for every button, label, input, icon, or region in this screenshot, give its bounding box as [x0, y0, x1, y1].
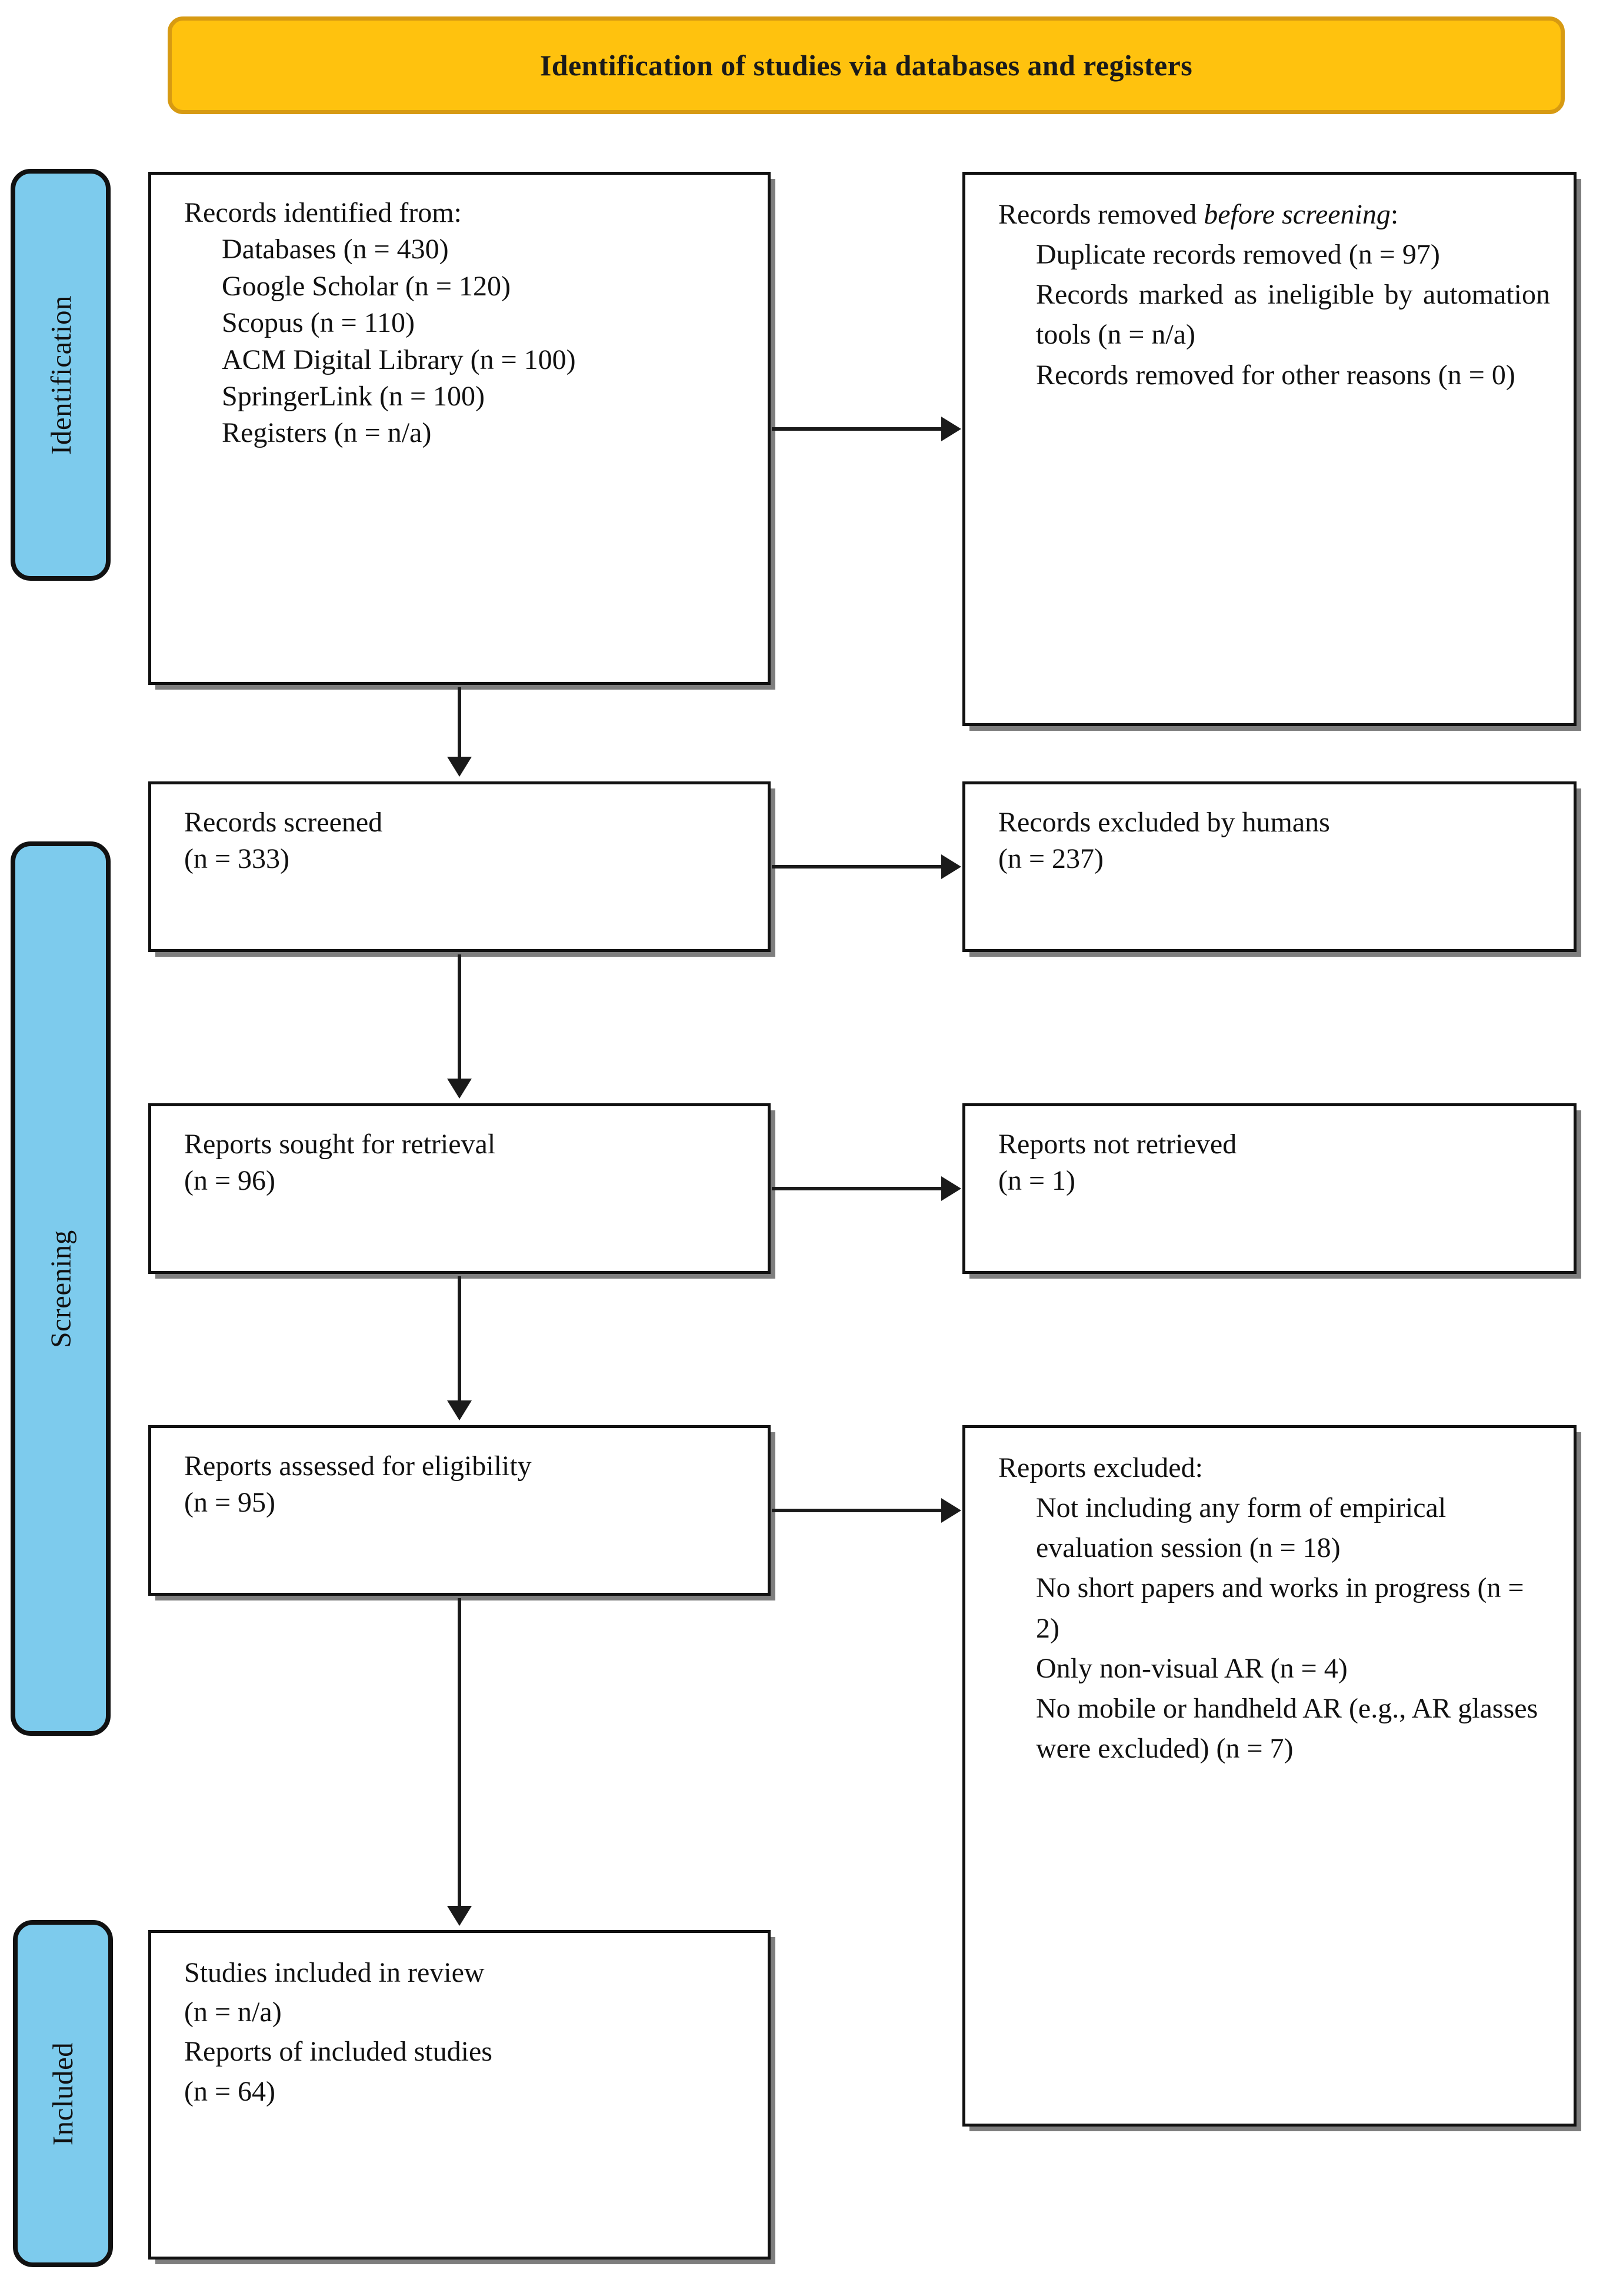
box-reports-sought-for-retrieval: Reports sought for retrieval (n = 96): [148, 1103, 771, 1274]
arrow-down-sought-to-assessed: [458, 1276, 461, 1403]
box-reports-excluded-item: No mobile or handheld AR (e.g., AR glass…: [1036, 1692, 1538, 1765]
box-records-identified: Records identified from: Databases (n = …: [148, 172, 771, 685]
records-removed-emphasis: before screening: [1204, 199, 1391, 230]
box-reports-not-retrieved-count: (n = 1): [998, 1165, 1076, 1197]
arrow-right-screened-to-excluded: [772, 865, 944, 869]
stage-tab-screening-label: Screening: [44, 1229, 77, 1348]
box-reports-excluded: Reports excluded: Not including any form…: [962, 1425, 1577, 2127]
box-reports-assessed-for-eligibility: Reports assessed for eligibility (n = 95…: [148, 1425, 771, 1596]
stage-tab-screening: Screening: [11, 841, 111, 1736]
arrow-down-assessed-to-included: [458, 1598, 461, 1908]
records-removed-prefix: Records removed: [998, 199, 1204, 230]
box-reports-sought-count: (n = 96): [184, 1165, 276, 1197]
arrow-right-assessed-to-excluded: [772, 1509, 944, 1512]
box-records-screened-label: Records screened: [184, 807, 383, 838]
box-records-removed-item: Duplicate records removed (n = 97): [1036, 239, 1440, 271]
box-reports-not-retrieved: Reports not retrieved (n = 1): [962, 1103, 1577, 1274]
box-studies-included-label: Studies included in review: [184, 1957, 485, 1988]
arrow-right-sought-to-not-retrieved: [772, 1187, 944, 1190]
arrow-down-identified-to-screened: [458, 687, 461, 759]
box-records-identified-item: SpringerLink (n = 100): [222, 380, 485, 412]
stage-tab-identification: Identification: [11, 169, 111, 581]
box-records-excluded-by-humans: Records excluded by humans (n = 237): [962, 781, 1577, 952]
box-reports-included-count: (n = 64): [184, 2075, 276, 2107]
box-reports-not-retrieved-label: Reports not retrieved: [998, 1129, 1237, 1160]
box-records-identified-item: Registers (n = n/a): [222, 417, 432, 449]
arrow-down-screened-to-sought: [458, 954, 461, 1081]
stage-tab-included-label: Included: [46, 2042, 79, 2145]
box-records-identified-item: ACM Digital Library (n = 100): [222, 344, 576, 375]
box-studies-included-count: (n = n/a): [184, 1996, 282, 2028]
box-records-identified-item: Databases (n = 430): [222, 234, 449, 265]
box-records-excluded-label: Records excluded by humans: [998, 807, 1330, 838]
box-records-screened: Records screened (n = 333): [148, 781, 771, 952]
box-reports-excluded-title: Reports excluded:: [998, 1452, 1203, 1483]
box-records-excluded-count: (n = 237): [998, 843, 1104, 875]
box-reports-sought-label: Reports sought for retrieval: [184, 1129, 496, 1160]
diagram-header-banner: Identification of studies via databases …: [168, 16, 1565, 114]
box-records-removed-item: Records marked as ineligible by automati…: [1036, 279, 1550, 351]
box-reports-assessed-count: (n = 95): [184, 1487, 276, 1519]
box-reports-excluded-item: No short papers and works in progress (n…: [1036, 1572, 1524, 1644]
box-records-removed-title: Records removed before screening:: [998, 195, 1550, 235]
box-reports-excluded-item: Only non-visual AR (n = 4): [1036, 1652, 1348, 1684]
box-records-identified-title: Records identified from:: [184, 197, 462, 228]
page-title: Identification of studies via databases …: [539, 49, 1193, 82]
box-studies-included: Studies included in review (n = n/a) Rep…: [148, 1930, 771, 2260]
stage-tab-included: Included: [13, 1920, 113, 2267]
stage-tab-identification-label: Identification: [44, 295, 77, 455]
box-reports-assessed-label: Reports assessed for eligibility: [184, 1450, 532, 1482]
box-records-removed-item: Records removed for other reasons (n = 0…: [1036, 359, 1515, 391]
box-records-screened-count: (n = 333): [184, 843, 290, 875]
arrow-right-identified-to-removed: [772, 427, 944, 431]
box-records-identified-item: Scopus (n = 110): [222, 307, 415, 339]
box-records-identified-item: Google Scholar (n = 120): [222, 270, 511, 302]
box-records-removed-before-screening: Records removed before screening: Duplic…: [962, 172, 1577, 726]
box-reports-included-label: Reports of included studies: [184, 2036, 492, 2068]
box-reports-excluded-item: Not including any form of empirical eval…: [1036, 1492, 1447, 1564]
records-removed-suffix: :: [1390, 199, 1399, 230]
